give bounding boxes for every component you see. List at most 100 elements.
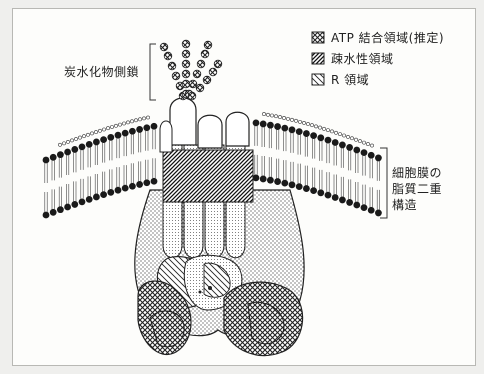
lipid-head-outer [260,121,267,128]
sugar-residue [197,60,205,68]
sugar-residue [182,70,190,78]
legend-label-hydrophobic: 疎水性領域 [331,51,394,67]
lipid-head-inner [71,201,78,208]
outer-leaflet-granule [362,141,365,144]
outer-leaflet-granule [78,136,81,139]
outer-leaflet-granule [330,130,333,133]
legend-label-atp: ATP 結合領域(推定) [331,30,444,46]
outer-leaflet-granule [358,140,361,143]
outer-leaflet-granule [94,130,97,133]
legend-swatch-r [312,74,324,85]
sugar-residue [168,62,176,70]
sugar-residue [214,60,222,68]
outer-leaflet-granule [310,124,313,127]
lipid-head-inner [368,207,375,214]
outer-leaflet-granule [370,144,373,147]
lipid-head-outer [50,154,57,161]
lipid-head-outer [122,130,129,137]
sugar-residue [196,84,204,92]
lipid-head-inner [274,178,281,185]
lipid-head-outer [274,123,281,130]
legend-label-r: R 領域 [331,72,369,88]
outer-leaflet-granule [74,137,77,140]
lipid-head-outer [332,139,339,146]
lipid-head-outer [93,139,100,146]
sugar-chain-label: 炭水化物側鎖 [64,64,139,80]
lipid-head-inner [317,189,324,196]
outer-leaflet-granule [134,119,137,122]
lipid-head-inner [289,181,296,188]
lipid-head-inner [310,187,317,194]
lipid-head-inner [93,194,100,201]
lipid-head-outer [375,155,382,162]
lipid-head-inner [281,180,288,187]
outer-leaflet-granule [142,117,145,120]
outer-leaflet-granule [106,127,109,130]
outer-leaflet-granule [62,142,65,145]
outer-leaflet-granule [366,142,369,145]
sugar-residue [182,50,190,58]
lipid-head-outer [361,149,368,156]
outer-leaflet-granule [130,120,133,123]
lipid-head-outer [296,128,303,135]
outer-leaflet-granule [262,112,265,115]
lipid-head-inner [143,179,150,186]
outer-leaflet-granule [342,134,345,137]
lipid-head-inner [57,206,64,213]
lipid-head-inner [375,210,382,217]
sugar-residue [160,43,168,51]
outer-leaflet-granule [126,121,129,124]
lipid-head-outer [86,141,93,148]
lipid-head-inner [353,202,360,209]
outer-leaflet-granule [338,132,341,135]
outer-leaflet-granule [298,120,301,123]
sugar-residue [182,40,190,48]
outer-leaflet-granule [98,129,101,132]
lipid-head-outer [107,134,114,141]
lipid-head-outer [317,134,324,141]
outer-leaflet-granule [102,128,105,131]
lipid-head-inner [136,181,143,188]
outer-leaflet-granule [270,114,273,117]
legend-swatch-hydrophobic [312,53,324,64]
outer-leaflet-granule [286,117,289,120]
lipid-head-inner [64,204,71,211]
sugar-residue [204,41,212,49]
outer-leaflet-granule [138,118,141,121]
lipid-head-outer [303,130,310,137]
lipid-head-inner [253,174,260,181]
lipid-head-inner [107,189,114,196]
lipid-head-inner [86,196,93,203]
lipid-head-outer [151,123,158,130]
lipid-head-outer [281,125,288,132]
lipid-head-outer [310,132,317,139]
lipid-head-inner [151,178,158,185]
sugar-residue [201,50,209,58]
outer-leaflet-granule [82,135,85,138]
outer-leaflet-granule [350,137,353,140]
outer-leaflet-granule [314,125,317,128]
outer-leaflet-granule [66,140,69,143]
sugar-residue [203,76,211,84]
outer-leaflet-granule [274,115,277,118]
sugar-residue [189,80,197,88]
lipid-head-outer [100,136,107,143]
lipid-head-outer [43,157,50,164]
outer-leaflet-granule [282,116,285,119]
outer-leaflet-granule [290,118,293,121]
membrane-label-line1: 細胞膜の [392,165,442,181]
lipid-head-outer [368,152,375,159]
lipid-head-inner [79,198,86,205]
sugar-residue [188,92,196,100]
outer-leaflet-granule [146,116,149,119]
membrane-label-line3: 構造 [392,197,417,213]
lipid-head-inner [346,199,353,206]
outer-leaflet-granule [306,122,309,125]
outer-leaflet-granule [122,122,125,125]
lipid-head-inner [339,197,346,204]
outer-leaflet-granule [110,125,113,128]
lipid-head-inner [325,192,332,199]
outer-leaflet-granule [318,126,321,129]
lipid-head-outer [353,147,360,154]
outer-leaflet-granule [86,133,89,136]
